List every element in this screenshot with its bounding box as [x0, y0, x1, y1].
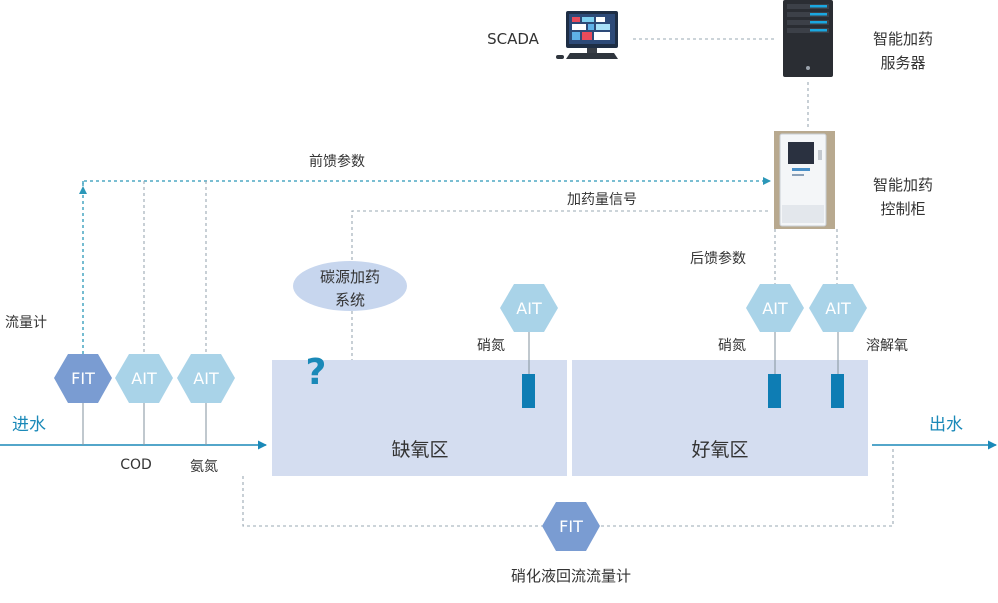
inflow-fit-tag: FIT — [71, 369, 95, 388]
aerobic-nitrate-label: 硝氮 — [718, 338, 746, 354]
carbon-dosing-system — [293, 261, 407, 311]
anoxic-zone-tank — [272, 360, 567, 476]
cabinet-label-line2: 控制柜 — [880, 200, 925, 218]
recycle-fit-hexagon: FIT — [542, 502, 600, 551]
anoxic-nitrate-probe — [522, 374, 535, 408]
cod-ait-hexagon: AIT — [115, 354, 173, 403]
anoxic-nitrate-ait-hexagon: AIT — [500, 284, 558, 332]
flowmeter-label: 流量计 — [5, 315, 47, 331]
aerobic-nitrate-ait-hexagon: AIT — [746, 284, 804, 332]
do-probe — [831, 374, 844, 408]
control-cabinet-icon — [774, 131, 835, 229]
server-icon — [783, 0, 833, 77]
inflow-label: 进水 — [12, 415, 46, 435]
feedback-label: 后馈参数 — [690, 250, 746, 267]
ammonia-ait-tag: AIT — [193, 369, 219, 388]
do-label: 溶解氧 — [866, 338, 908, 354]
ammonia-label: 氨氮 — [190, 459, 218, 475]
aerobic-zone-tank — [572, 360, 868, 476]
server-label-line1: 智能加药 — [873, 30, 933, 48]
inflow-fit-hexagon: FIT — [54, 354, 112, 403]
question-mark-icon: ? — [306, 352, 327, 393]
anoxic-nitrate-tag: AIT — [516, 299, 542, 318]
carbon-dosing-line2: 系统 — [335, 291, 365, 309]
anoxic-zone-label: 缺氧区 — [391, 439, 448, 461]
scada-label: SCADA — [487, 30, 540, 48]
do-ait-hexagon: AIT — [809, 284, 867, 332]
carbon-dosing-line1: 碳源加药 — [320, 268, 380, 286]
cod-ait-tag: AIT — [131, 369, 157, 388]
feedforward-label: 前馈参数 — [309, 153, 365, 170]
aerobic-nitrate-probe — [768, 374, 781, 408]
scada-computer-icon — [556, 11, 618, 59]
outflow-label: 出水 — [929, 415, 963, 435]
anoxic-nitrate-label: 硝氮 — [477, 338, 505, 354]
feedforward-line — [82, 177, 771, 354]
recycle-flowmeter-label: 硝化液回流流量计 — [511, 567, 631, 585]
aerobic-zone-label: 好氧区 — [691, 439, 748, 461]
ammonia-ait-hexagon: AIT — [177, 354, 235, 403]
do-tag: AIT — [825, 299, 851, 318]
recycle-fit-tag: FIT — [559, 517, 583, 536]
feedforward-up-arrow — [79, 186, 87, 194]
dosing-signal-line — [348, 210, 768, 383]
aerobic-nitrate-tag: AIT — [762, 299, 788, 318]
dosing-signal-label: 加药量信号 — [567, 192, 637, 208]
cabinet-label-line1: 智能加药 — [873, 176, 933, 194]
cod-label: COD — [120, 457, 152, 473]
server-label-line2: 服务器 — [880, 54, 925, 72]
